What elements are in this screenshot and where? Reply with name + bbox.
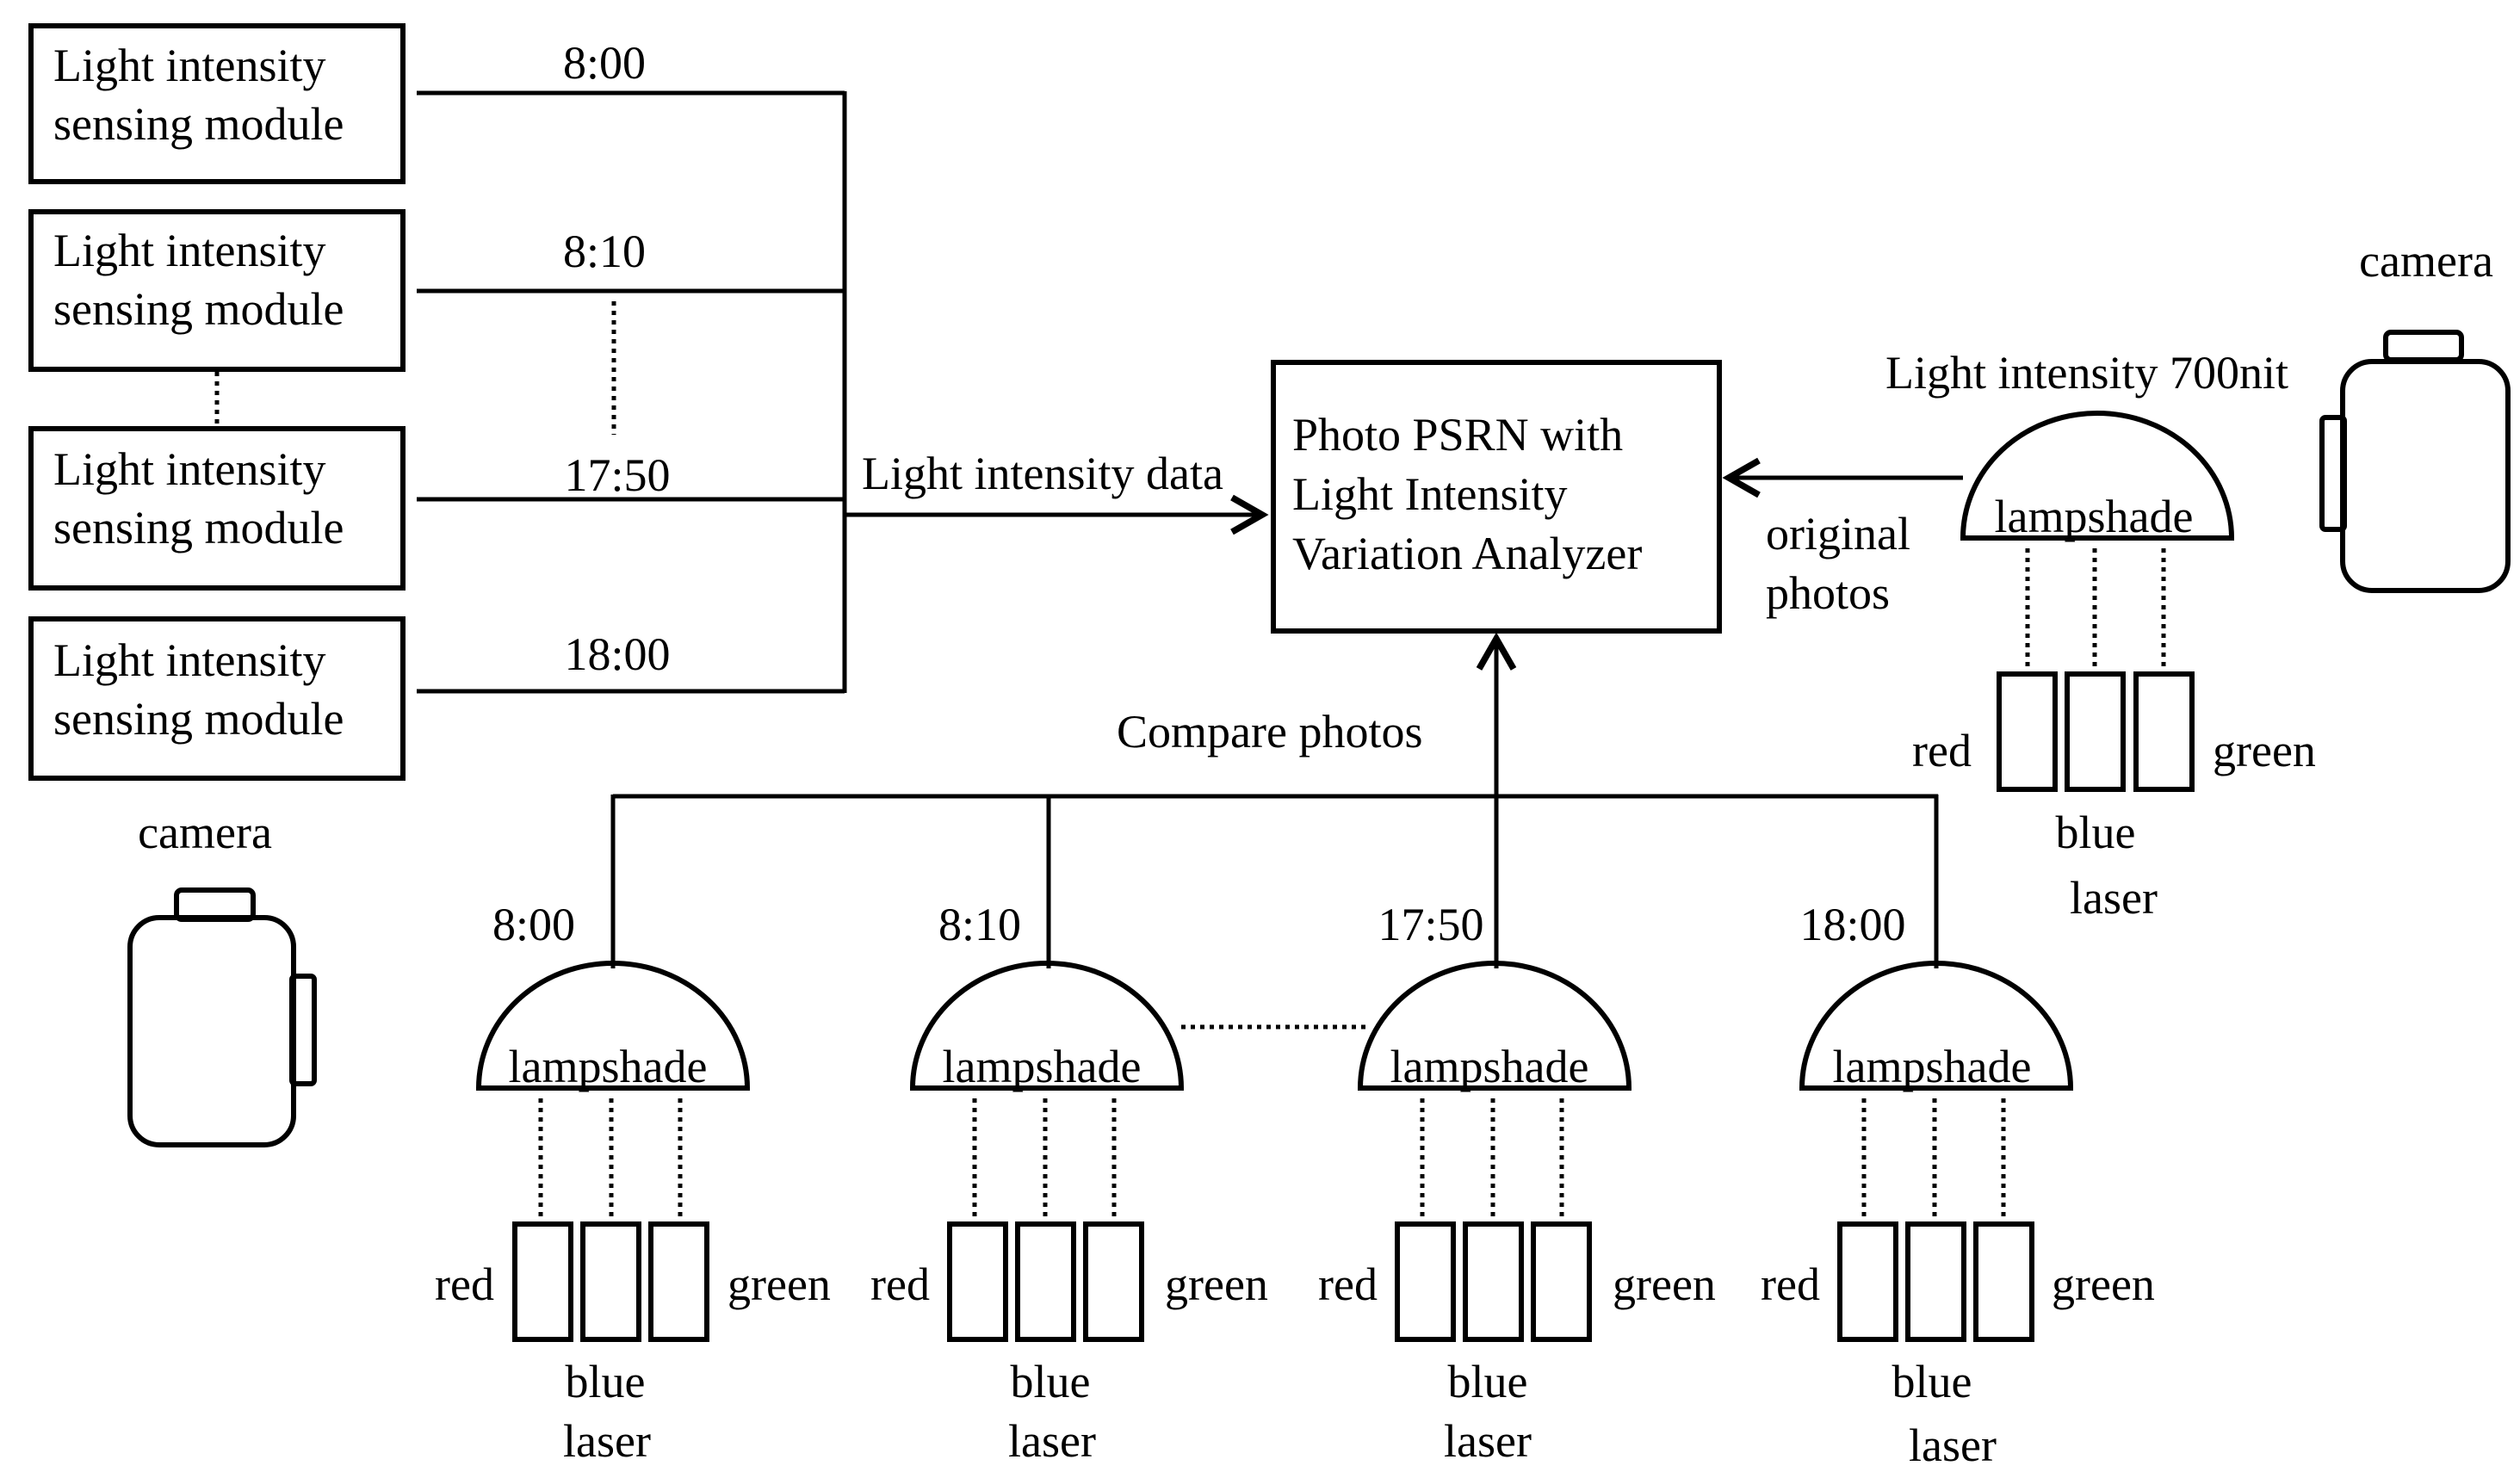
left-camera: camera xyxy=(127,807,317,1147)
module-connectors xyxy=(417,90,847,694)
sensing-module-box xyxy=(28,209,406,372)
green-label: green xyxy=(2052,1258,2155,1310)
data-arrow-label: Light intensity data xyxy=(862,448,1223,499)
analyzer-label-line2: Light Intensity xyxy=(1292,468,1567,520)
blue-label: blue xyxy=(566,1356,646,1407)
laser-label: laser xyxy=(1008,1415,1096,1467)
sensing-module-2: Light intensity sensing module xyxy=(28,209,406,372)
module-time-label: 17:50 xyxy=(564,449,670,501)
red-laser xyxy=(1837,1221,1898,1342)
blue-laser xyxy=(1463,1221,1524,1342)
sensing-module-label-line2: sensing module xyxy=(53,502,344,553)
lampshade-label: lampshade xyxy=(509,1041,708,1092)
analyzer-label-line1: Photo PSRN with xyxy=(1292,409,1623,461)
lampshade-dome xyxy=(1799,961,2074,1091)
red-laser xyxy=(947,1221,1008,1342)
lampshade-label: lampshade xyxy=(1995,491,2194,542)
sensing-module-label-line2: sensing module xyxy=(53,98,344,150)
red-laser xyxy=(1395,1221,1456,1342)
compare-label: Compare photos xyxy=(1117,706,1422,758)
lampshade-dome xyxy=(1960,411,2235,541)
reference-lamp: lampshade red green blue laser xyxy=(1912,411,2316,924)
green-label: green xyxy=(1165,1258,1268,1310)
blue-laser xyxy=(1905,1221,1966,1342)
lampshade-dome xyxy=(475,961,751,1091)
laser-label: laser xyxy=(563,1415,651,1467)
green-laser xyxy=(1083,1221,1144,1342)
analyzer-box: Photo PSRN with Light Intensity Variatio… xyxy=(1271,360,1722,634)
lampshade-label: lampshade xyxy=(1390,1041,1589,1092)
green-label: green xyxy=(728,1258,831,1310)
blue-laser xyxy=(580,1221,641,1342)
red-label: red xyxy=(435,1258,494,1310)
sensing-module-3: Light intensity sensing module xyxy=(28,426,406,591)
analyzer-label-line3: Variation Analyzer xyxy=(1292,528,1642,579)
lamp-3: 17:50 lampshade red green blue laser xyxy=(1318,899,1716,1467)
blue-label: blue xyxy=(2056,807,2136,858)
lamp-time-label: 18:00 xyxy=(1799,899,1905,950)
sensing-module-label-line1: Light intensity xyxy=(53,40,326,91)
green-label: green xyxy=(1613,1258,1716,1310)
red-label: red xyxy=(1912,725,1972,776)
red-label: red xyxy=(1318,1258,1378,1310)
red-laser xyxy=(1997,671,2058,792)
lampshade-dome xyxy=(1357,961,1632,1091)
original-photos-label-line2: photos xyxy=(1766,567,1890,619)
right-camera-label: camera xyxy=(2359,235,2493,287)
lamp-4: 18:00 lampshade red green blue laser xyxy=(1761,899,2155,1471)
green-laser xyxy=(1531,1221,1592,1342)
sensing-module-box xyxy=(28,426,406,591)
green-laser xyxy=(2133,671,2195,792)
laser-label: laser xyxy=(1444,1415,1532,1467)
lampshade-dome xyxy=(909,961,1185,1091)
green-label: green xyxy=(2213,725,2316,776)
lamp-time-label: 8:10 xyxy=(938,899,1021,950)
blue-label: blue xyxy=(1011,1356,1091,1407)
sensing-module-label-line1: Light intensity xyxy=(53,225,326,276)
sensing-module-label-line1: Light intensity xyxy=(53,634,326,686)
lamp-2: 8:10 lampshade red green blue laser xyxy=(870,899,1268,1467)
camera-icon xyxy=(2319,330,2511,593)
compare-bus xyxy=(610,632,1939,1030)
reference-intensity-label: Light intensity 700nit xyxy=(1885,347,2288,399)
blue-laser xyxy=(1015,1221,1076,1342)
analyzer-frame xyxy=(1271,360,1722,634)
red-label: red xyxy=(870,1258,930,1310)
lamp-time-label: 8:00 xyxy=(492,899,575,950)
camera-icon xyxy=(127,887,317,1147)
left-camera-label: camera xyxy=(138,807,272,858)
module-time-label: 18:00 xyxy=(564,628,670,680)
lampshade-label: lampshade xyxy=(943,1041,1142,1092)
sensing-module-label-line1: Light intensity xyxy=(53,443,326,495)
sensing-module-1: Light intensity sensing module xyxy=(28,23,406,184)
blue-laser xyxy=(2065,671,2126,792)
sensing-module-label-line2: sensing module xyxy=(53,283,344,335)
laser-label: laser xyxy=(1909,1419,1997,1471)
lamp-1: 8:00 lampshade red green blue laser xyxy=(435,899,831,1467)
sensing-module-4: Light intensity sensing module xyxy=(28,616,406,781)
sensing-module-label-line2: sensing module xyxy=(53,693,344,745)
sensing-module-box xyxy=(28,616,406,781)
lampshade-label: lampshade xyxy=(1833,1041,2032,1092)
original-photos-label-line1: original xyxy=(1766,508,1910,560)
laser-label: laser xyxy=(2070,872,2158,924)
green-laser xyxy=(1973,1221,2034,1342)
sensing-module-box xyxy=(28,23,406,184)
module-time-label: 8:10 xyxy=(563,226,646,277)
red-laser xyxy=(512,1221,573,1342)
blue-label: blue xyxy=(1448,1356,1528,1407)
blue-label: blue xyxy=(1892,1356,1972,1407)
module-time-label: 8:00 xyxy=(563,37,646,89)
red-label: red xyxy=(1761,1258,1820,1310)
lamp-time-label: 17:50 xyxy=(1378,899,1483,950)
green-laser xyxy=(648,1221,709,1342)
